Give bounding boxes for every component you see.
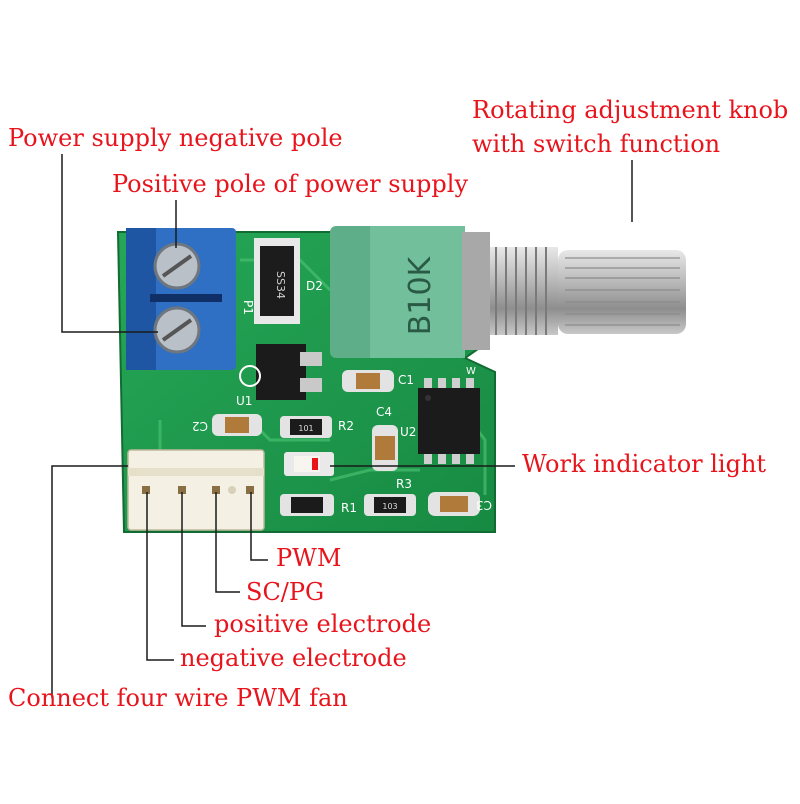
leader-lines	[51, 154, 633, 698]
potentiometer-b10k: B10K	[330, 226, 490, 358]
ic-u2: U2 W	[400, 366, 480, 464]
capacitor-c3: C3	[428, 492, 492, 516]
label-negative-electrode: negative electrode	[180, 644, 407, 672]
r3-code: 103	[382, 502, 397, 511]
capacitor-c4: C4	[372, 405, 398, 471]
silk-d2: D2	[306, 279, 323, 293]
label-negative-pole: Power supply negative pole	[8, 124, 343, 152]
knob-shaft	[488, 247, 686, 335]
label-positive-electrode: positive electrode	[214, 610, 432, 638]
label-connect-fan: Connect four wire PWM fan	[8, 684, 348, 712]
resistor-r2: 101 R2	[280, 416, 354, 438]
work-indicator-led	[284, 452, 334, 476]
resistor-r1: R1	[280, 494, 357, 516]
resistor-r3: 103 R3	[364, 477, 416, 516]
label-pwm: PWM	[276, 544, 342, 572]
silk-c2: C2	[192, 419, 208, 433]
capacitor-c2: C2	[192, 414, 262, 436]
label-sc-pg: SC/PG	[246, 578, 325, 606]
pot-marking: B10K	[403, 255, 438, 335]
silk-p1: P1	[241, 300, 255, 315]
diode-marking: SS34	[274, 271, 287, 299]
silk-u1: U1	[236, 394, 252, 408]
silk-r2: R2	[338, 419, 354, 433]
silk-c4: C4	[376, 405, 392, 419]
silk-r3: R3	[396, 477, 412, 491]
power-terminal-block	[126, 228, 236, 370]
capacitor-c1: C1	[342, 370, 414, 392]
silk-c1: C1	[398, 373, 414, 387]
fan-connector-4pin	[127, 449, 265, 531]
label-work-indicator: Work indicator light	[522, 450, 767, 478]
silk-u2: U2	[400, 425, 416, 439]
regulator-u1: U1	[236, 344, 322, 408]
silk-c3: C3	[476, 498, 492, 512]
r2-code: 101	[298, 424, 313, 433]
diode-d2: SS34 D2 P1	[241, 238, 323, 324]
label-positive-pole: Positive pole of power supply	[112, 170, 469, 198]
silk-w: W	[466, 366, 476, 377]
label-knob-line2: with switch function	[472, 130, 721, 158]
label-knob-line1: Rotating adjustment knob	[472, 96, 789, 124]
silk-r1: R1	[341, 501, 357, 515]
